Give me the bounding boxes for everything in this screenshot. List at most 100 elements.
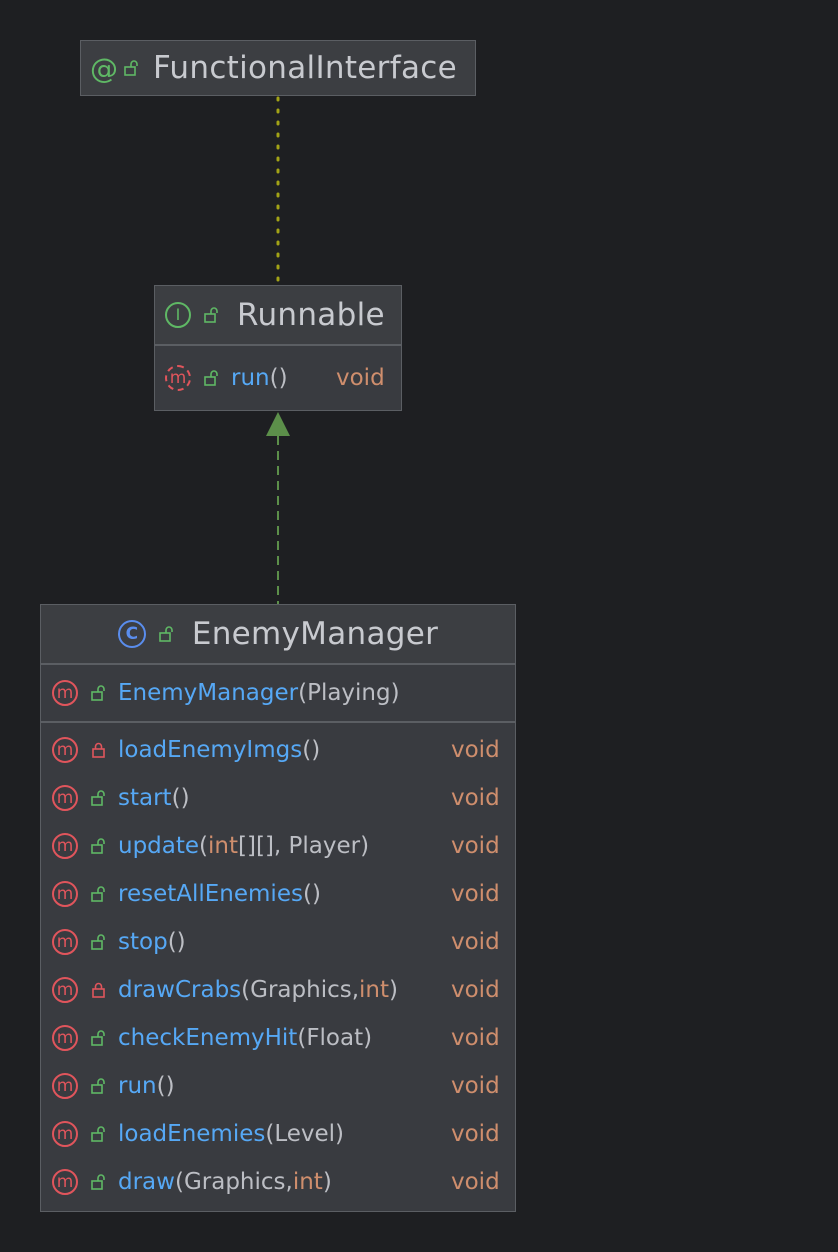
public-lock-icon	[90, 790, 108, 806]
paren-open: (	[265, 1121, 275, 1147]
return-type: void	[451, 1169, 500, 1195]
abstract-method-icon: m	[165, 365, 191, 391]
node-title: FunctionalInterface	[153, 50, 457, 86]
method-row-loadEnemies[interactable]: m loadEnemies(Level) void	[41, 1110, 515, 1158]
method-row-update[interactable]: m update(int[][], Player) void	[41, 822, 515, 870]
paren-close: )	[311, 737, 321, 763]
public-lock-icon	[158, 626, 176, 642]
method-icon: m	[52, 929, 78, 955]
return-type: void	[451, 929, 500, 955]
method-name: loadEnemyImgs	[118, 737, 303, 763]
method-icon: m	[52, 1025, 78, 1051]
paren-open: (	[199, 833, 209, 859]
paren-open: (	[167, 929, 177, 955]
param-types: Graphics,	[183, 1169, 293, 1195]
paren-open: (	[302, 881, 312, 907]
paren-close: )	[389, 977, 399, 1003]
interface-icon: I	[165, 302, 191, 328]
param-type: Playing	[307, 680, 391, 706]
return-type: void	[451, 1025, 500, 1051]
method-name: drawCrabs	[118, 977, 242, 1003]
node-header: I Runnable	[155, 286, 401, 344]
method-row-draw[interactable]: m draw(Graphics, int) void	[41, 1158, 515, 1206]
public-lock-icon	[90, 838, 108, 854]
method-name: run	[231, 365, 270, 391]
method-name: update	[118, 833, 200, 859]
return-type: void	[451, 833, 500, 859]
paren-close: )	[165, 1073, 175, 1099]
return-type: void	[451, 785, 500, 811]
public-lock-icon	[203, 307, 221, 323]
paren-close: )	[360, 833, 370, 859]
param-types: Level	[274, 1121, 336, 1147]
method-name: start	[118, 785, 172, 811]
public-lock-icon	[90, 886, 108, 902]
class-icon: C	[117, 620, 146, 648]
method-icon: m	[52, 881, 78, 907]
method-icon: m	[52, 1073, 78, 1099]
section-divider	[41, 663, 515, 665]
public-lock-icon	[90, 1030, 108, 1046]
paren-close: )	[363, 1025, 373, 1051]
paren-open: (	[156, 1073, 166, 1099]
paren-open: (	[171, 785, 181, 811]
method-row-loadEnemyImgs[interactable]: m loadEnemyImgs() void	[41, 726, 515, 774]
method-name: run	[118, 1073, 157, 1099]
paren-open: (	[269, 365, 279, 391]
method-name: stop	[118, 929, 168, 955]
return-type: void	[451, 737, 500, 763]
param-types: Graphics,	[250, 977, 360, 1003]
public-lock-icon	[90, 1078, 108, 1094]
section-divider	[155, 344, 401, 346]
param-keyword-type: int	[359, 977, 390, 1003]
annotation-icon: @	[90, 51, 118, 85]
public-lock-icon	[123, 60, 141, 76]
param-types: Float	[306, 1025, 364, 1051]
node-title: EnemyManager	[191, 616, 439, 652]
param-keyword-type: int	[292, 1169, 323, 1195]
method-row-checkEnemyHit[interactable]: m checkEnemyHit(Float) void	[41, 1014, 515, 1062]
private-lock-icon	[90, 742, 108, 758]
method-row-run[interactable]: m run() void	[41, 1062, 515, 1110]
runnable-node[interactable]: I Runnable m run() void	[154, 285, 402, 411]
public-lock-icon	[90, 934, 108, 950]
enemy-manager-node[interactable]: C EnemyManager m EnemyManager(Playing) m…	[40, 604, 516, 1212]
node-title: Runnable	[237, 297, 385, 333]
paren-close: )	[278, 365, 288, 391]
method-row-run[interactable]: m run() void	[155, 346, 401, 410]
method-row-start[interactable]: m start() void	[41, 774, 515, 822]
return-type: void	[451, 881, 500, 907]
method-icon: m	[52, 737, 78, 763]
param-keyword-type: int	[208, 833, 239, 859]
constructor-row[interactable]: m EnemyManager(Playing)	[41, 665, 515, 721]
paren-close: )	[322, 1169, 332, 1195]
node-header: C EnemyManager	[41, 605, 515, 663]
paren-open: (	[241, 977, 251, 1003]
public-lock-icon	[90, 685, 108, 701]
public-lock-icon	[203, 370, 221, 386]
method-row-drawCrabs[interactable]: m drawCrabs(Graphics, int) void	[41, 966, 515, 1014]
method-icon: m	[52, 1169, 78, 1195]
return-type: void	[336, 365, 385, 391]
paren-open: (	[297, 1025, 307, 1051]
method-name: draw	[118, 1169, 175, 1195]
paren-close: )	[180, 785, 190, 811]
functional-interface-node[interactable]: @ FunctionalInterface	[80, 40, 476, 96]
public-lock-icon	[90, 1174, 108, 1190]
method-name: EnemyManager	[118, 680, 299, 706]
paren-close: )	[311, 881, 321, 907]
method-name: loadEnemies	[118, 1121, 266, 1147]
method-row-stop[interactable]: m stop() void	[41, 918, 515, 966]
method-name: resetAllEnemies	[118, 881, 303, 907]
return-type: void	[451, 1121, 500, 1147]
method-name: checkEnemyHit	[118, 1025, 298, 1051]
return-type: void	[451, 1073, 500, 1099]
param-types: [][], Player	[238, 833, 361, 859]
paren-open: (	[302, 737, 312, 763]
implements-arrowhead	[266, 412, 290, 436]
paren-close: )	[176, 929, 186, 955]
method-icon: m	[52, 1121, 78, 1147]
method-icon: m	[52, 833, 78, 859]
public-lock-icon	[90, 1126, 108, 1142]
method-row-resetAllEnemies[interactable]: m resetAllEnemies() void	[41, 870, 515, 918]
